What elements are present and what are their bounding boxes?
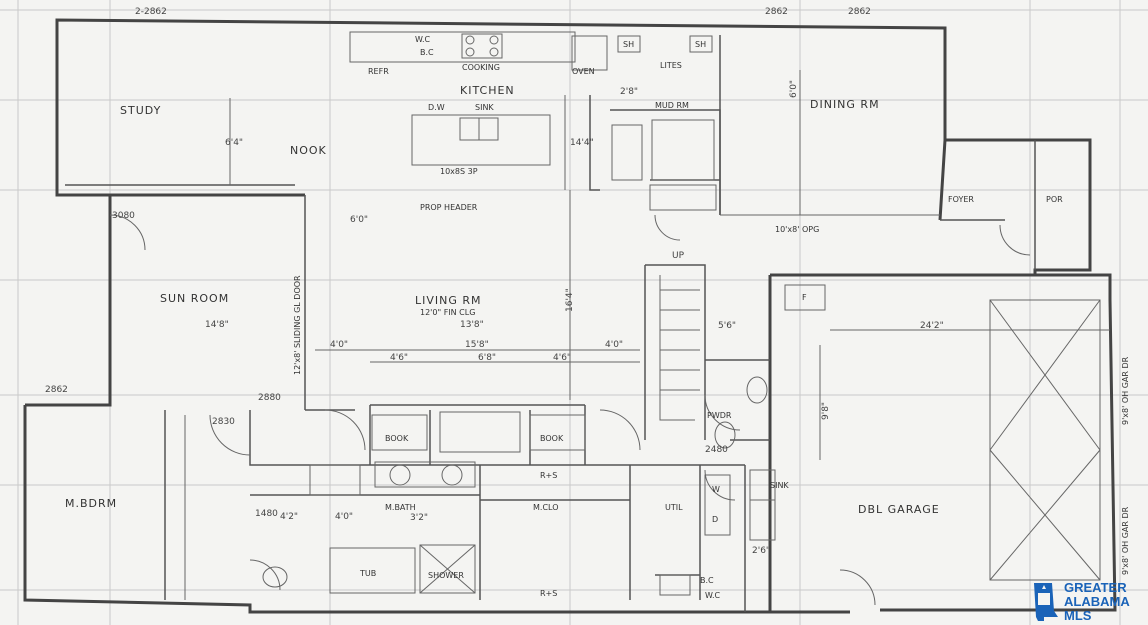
room-sun-room: SUN ROOM [160, 292, 229, 305]
fixture-labels: W.C B.C COOKING REFR OVEN SH SH LITES D.… [293, 35, 1130, 600]
label-dw: D.W [428, 103, 445, 112]
dim-door-2480: 2480 [705, 445, 728, 455]
label-garage-door-1: 9'x8' OH GAR DR [1121, 356, 1130, 425]
dim-living-15-8: 15'8" [465, 340, 489, 350]
label-shower: SHOWER [428, 571, 464, 580]
room-study: STUDY [120, 104, 161, 117]
logo-line-1: GREATER [1064, 579, 1127, 595]
label-bc: B.C [420, 48, 434, 57]
greater-alabama-mls-logo: GREATER ALABAMA MLS [1030, 578, 1148, 625]
label-rs: R+S [540, 471, 557, 480]
dim-living-4-6-b: 4'6" [553, 353, 571, 363]
dim-bath-4-2: 4'2" [280, 512, 298, 522]
label-wc: W.C [415, 35, 431, 44]
dim-garage-width: 24'2" [920, 321, 944, 331]
label-sliding-door: 12'x8' SLIDING GL DOOR [293, 275, 302, 375]
label-rs-2: R+S [540, 589, 557, 598]
logo-line-2: ALABAMA [1064, 593, 1130, 609]
label-garage-door-2: 9'x8' OH GAR DR [1121, 506, 1130, 575]
label-f: F [802, 293, 807, 302]
dim-kitchen-depth: 14'4" [570, 138, 594, 148]
label-island: 10x8S 3P [440, 167, 478, 176]
label-sh-1: SH [623, 40, 634, 49]
room-mud-rm: MUD RM [655, 101, 689, 110]
room-pwdr: PWDR [707, 411, 732, 420]
dim-living-13-8: 13'8" [460, 320, 484, 330]
room-dbl-garage: DBL GARAGE [858, 503, 940, 516]
label-washer: W [712, 485, 720, 494]
dim-util-2-6: 2'6" [752, 546, 770, 556]
label-book-1: BOOK [385, 434, 409, 443]
dim-top-right-2: 2862 [848, 7, 871, 17]
label-sh-2: SH [695, 40, 706, 49]
dim-living-window: 2880 [258, 393, 281, 403]
label-sink: SINK [475, 103, 494, 112]
label-prop-header: PROP HEADER [420, 203, 478, 212]
dim-mud-width: 2'8" [620, 87, 638, 97]
dim-living-6-8: 6'8" [478, 353, 496, 363]
label-sink-2: SINK [770, 481, 789, 490]
dim-garage-9-8: 9'8" [821, 402, 831, 420]
dim-living-4-0-b: 4'0" [605, 340, 623, 350]
logo-line-3: MLS [1064, 607, 1092, 623]
dim-top-right-1: 2862 [765, 7, 788, 17]
dim-stair-5-6: 5'6" [718, 321, 736, 331]
room-kitchen: KITCHEN [460, 84, 515, 97]
label-book-2: BOOK [540, 434, 564, 443]
label-bc-2: B.C [700, 576, 714, 585]
room-dining-rm: DINING RM [810, 98, 880, 111]
room-m-bath: M.BATH [385, 503, 416, 512]
dimension-labels: 2-2862 2862 2862 2862 2880 3080 2830 248… [45, 7, 944, 556]
room-labels: STUDY NOOK KITCHEN MUD RM DINING RM FOYE… [65, 84, 1063, 516]
dim-top-left: 2-2862 [135, 7, 167, 17]
room-nook: NOOK [290, 144, 327, 157]
room-living-ceiling: 12'0" FIN CLG [420, 308, 475, 317]
label-cooking: COOKING [462, 63, 500, 72]
dim-left-window: 2862 [45, 385, 68, 395]
dim-sunroom-door: 3080 [112, 211, 135, 221]
label-oven: OVEN [572, 67, 595, 76]
room-m-clo: M.CLO [533, 503, 559, 512]
label-tub: TUB [359, 569, 376, 578]
dim-dining-6-0: 6'0" [789, 80, 799, 98]
exterior-walls [23, 18, 1117, 614]
dim-stair-up: UP [672, 251, 685, 261]
label-refr: REFR [368, 67, 389, 76]
dim-living-4-6-a: 4'6" [390, 353, 408, 363]
room-util: UTIL [665, 503, 683, 512]
dimension-lines [184, 70, 1110, 600]
label-dryer: D [712, 515, 718, 524]
room-m-bdrm: M.BDRM [65, 497, 117, 510]
dim-sun-width: 14'8" [205, 320, 229, 330]
dim-living-depth: 16'4" [565, 288, 575, 312]
label-lites: LITES [660, 61, 682, 70]
room-foyer: FOYER [948, 195, 974, 204]
dim-bath-3-2: 3'2" [410, 513, 428, 523]
dim-bath-4-0: 4'0" [335, 512, 353, 522]
room-living-rm: LIVING RM [415, 294, 482, 307]
alabama-map-icon [1034, 582, 1058, 621]
dim-living-4-0: 4'0" [330, 340, 348, 350]
label-wc-2: W.C [705, 591, 721, 600]
dim-door-2830: 2830 [212, 417, 235, 427]
fixtures [262, 31, 1101, 596]
label-opg: 10'x8' OPG [775, 225, 819, 234]
dim-header-6-0: 6'0" [350, 215, 368, 225]
dim-door-1480: 1480 [255, 509, 278, 519]
dim-study-height: 6'4" [225, 138, 243, 148]
room-por: POR [1046, 195, 1063, 204]
door-swings [109, 214, 1031, 606]
